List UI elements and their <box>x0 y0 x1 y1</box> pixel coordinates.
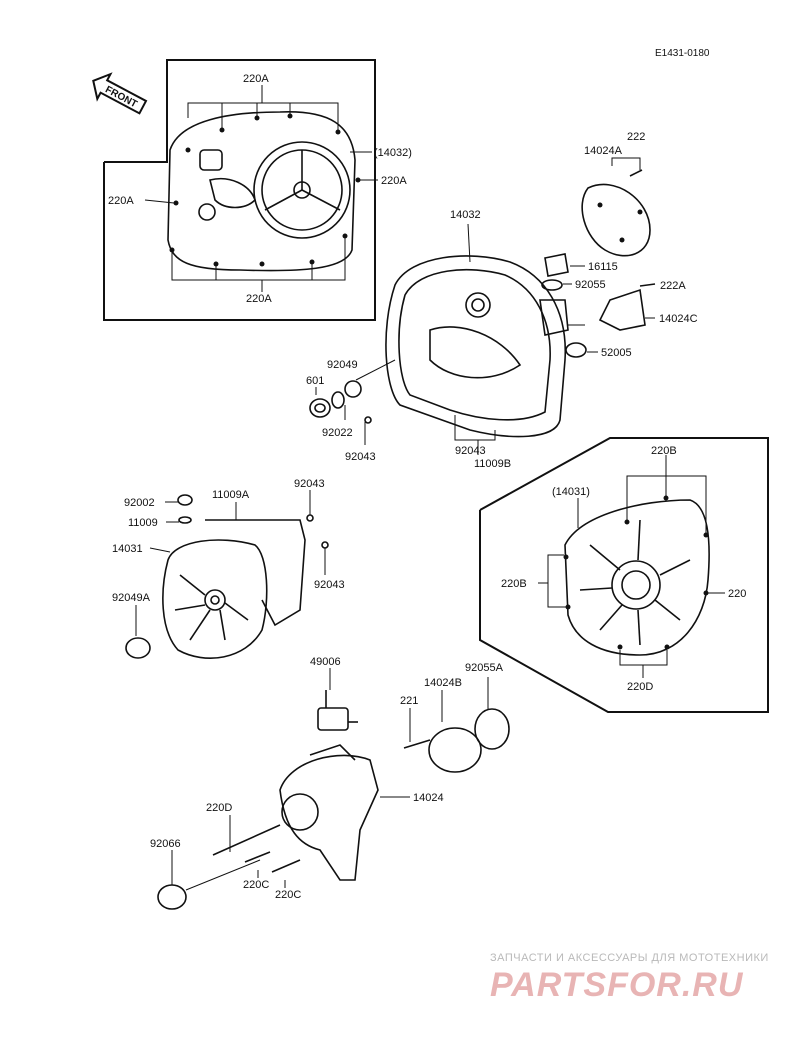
o-ring-92055 <box>541 279 563 291</box>
label-222: 222 <box>627 131 645 143</box>
label-220A-top: 220A <box>243 73 269 85</box>
label-92043-low: 92043 <box>314 579 345 591</box>
clutch-cover-outline <box>167 111 356 272</box>
inset-frame-right <box>479 437 769 713</box>
label-16115: 16115 <box>588 261 618 273</box>
alternator-cover-14031 <box>162 539 268 659</box>
clutch-cover-dome <box>253 141 351 239</box>
oil-plug-16115 <box>544 253 569 277</box>
switch-49006 <box>317 707 349 731</box>
label-601: 601 <box>306 375 324 387</box>
label-92002: 92002 <box>124 497 155 509</box>
label-92043-top: 92043 <box>294 478 325 490</box>
label-14031: 14031 <box>112 543 143 555</box>
label-14031-paren: (14031) <box>552 486 590 498</box>
bolt-220C-a <box>244 851 271 863</box>
gasket-11009A <box>205 519 306 627</box>
label-220C-a: 220C <box>243 879 269 891</box>
label-220C-b: 220C <box>275 889 301 901</box>
inset-alternator-cover-group: 220B (14031) 220B 220 220D <box>479 437 769 713</box>
dowel-92043 <box>364 416 372 424</box>
screw-222A <box>639 283 656 287</box>
label-14024A: 14024A <box>584 145 623 157</box>
cover-14024B <box>428 727 482 773</box>
label-221: 221 <box>400 695 418 707</box>
watermark-caption: ЗАПЧАСТИ И АКСЕССУАРЫ ДЛЯ МОТОТЕХНИКИ <box>490 952 769 964</box>
screw-222 <box>629 169 643 177</box>
label-220B-left: 220B <box>501 578 527 590</box>
label-92043-right: 92043 <box>455 445 486 457</box>
label-92049: 92049 <box>327 359 358 371</box>
oil-filler-boss <box>199 149 223 171</box>
label-14024B: 14024B <box>424 677 462 689</box>
cover-14024B-group: 14024B 92055A 221 <box>400 662 510 773</box>
label-92055: 92055 <box>575 279 606 291</box>
screw-221 <box>403 739 431 749</box>
inset-clutch-cover-group: FRONT 220A (14032) 220A <box>92 59 412 321</box>
washer-92022 <box>331 391 345 409</box>
label-92049A: 92049A <box>112 592 151 604</box>
label-220D-bottom: 220D <box>627 681 653 693</box>
bracket-14024C <box>598 288 646 331</box>
plug-92002 <box>177 494 193 506</box>
label-220A-bottom: 220A <box>246 293 272 305</box>
alternator-cover-group: 92002 11009A 92043 11009 14031 92043 920… <box>112 478 345 659</box>
diagram-code: E1431-0180 <box>655 48 710 59</box>
bearing-group: 92049 601 92022 92043 <box>306 359 396 463</box>
seal-92049 <box>344 380 362 398</box>
watermark-site: PARTSFOR.RU <box>490 966 744 1004</box>
label-220B-top: 220B <box>651 445 677 457</box>
label-49006: 49006 <box>310 656 341 668</box>
label-92022: 92022 <box>322 427 353 439</box>
label-11009: 11009 <box>128 517 158 529</box>
label-14024: 14024 <box>413 792 444 804</box>
label-92055A: 92055A <box>465 662 504 674</box>
front-arrow: FRONT <box>92 72 148 115</box>
label-11009A: 11009A <box>212 489 250 501</box>
seal-52005 <box>565 342 587 358</box>
seal-92049A <box>125 637 151 659</box>
label-220D: 220D <box>206 802 232 814</box>
label-220A-left: 220A <box>108 195 134 207</box>
clutch-cover-main-group: 14032 92043 11009B <box>385 209 585 470</box>
seal-52005-group: 52005 <box>565 342 632 359</box>
oil-plug-group: 16115 92055 <box>541 253 618 291</box>
clutch-cover-body <box>385 255 567 438</box>
sprocket-cover-14024 <box>279 754 379 881</box>
label-14032: 14032 <box>450 209 481 221</box>
bracket-group: 222A 14024C <box>598 280 698 331</box>
label-92066: 92066 <box>150 838 181 850</box>
watermark: ЗАПЧАСТИ И АКСЕССУАРЫ ДЛЯ МОТОТЕХНИКИ PA… <box>490 952 769 1004</box>
alternator-cover-outline <box>564 499 710 656</box>
plug-92066 <box>157 884 187 910</box>
bolt-220C-b <box>271 859 301 873</box>
label-220A-right: 220A <box>381 175 407 187</box>
label-14024C: 14024C <box>659 313 698 325</box>
bolt-220D <box>212 824 281 856</box>
inspection-cap-group: 222 14024A <box>581 131 651 257</box>
sprocket-cover-group: 14024 220D 92066 220C 220C <box>150 744 444 910</box>
label-52005: 52005 <box>601 347 632 359</box>
o-ring-11009 <box>178 516 192 524</box>
label-14032-paren: (14032) <box>374 147 412 159</box>
inset-frame-top-left <box>103 59 376 321</box>
bearing-601 <box>309 398 331 418</box>
label-222A: 222A <box>660 280 686 292</box>
inspection-cap-14024A <box>581 183 651 257</box>
label-11009B: 11009B <box>474 458 511 470</box>
o-ring-92055A <box>474 708 510 750</box>
switch-group: 49006 <box>310 656 358 731</box>
label-220-right: 220 <box>728 588 746 600</box>
label-92043-mid: 92043 <box>345 451 376 463</box>
